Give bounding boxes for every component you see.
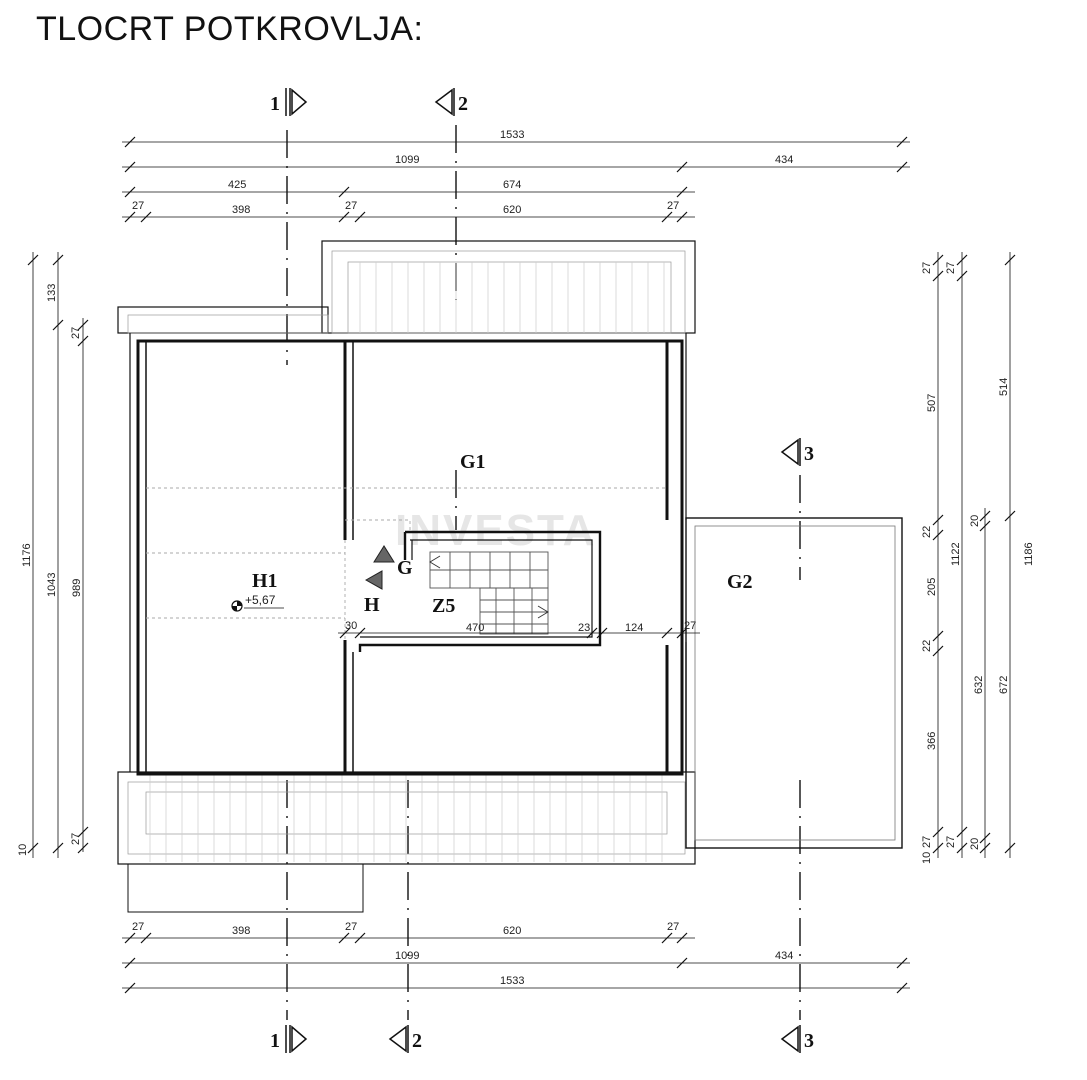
dim-left-1043: 1043 [46, 573, 58, 597]
svg-text:1: 1 [270, 1030, 280, 1052]
page-title: TLOCRT POTKROVLJA: [36, 10, 424, 48]
dim-left-10: 10 [17, 844, 29, 856]
dim-right-20b: 20 [969, 838, 981, 850]
room-label-g2: G2 [727, 571, 753, 593]
dim-right-507: 507 [926, 394, 938, 412]
dim-right-27d: 27 [945, 836, 957, 848]
section-marker-3-bottom: 3 [780, 1025, 814, 1053]
stairs-z5 [429, 551, 549, 635]
section-marker-1-top: 1 [270, 88, 308, 116]
room-label-h1: H1 [252, 570, 278, 592]
dim-right-20a: 20 [969, 515, 981, 527]
svg-text:1: 1 [270, 93, 280, 115]
dim-top-27c: 27 [667, 200, 679, 212]
dim-right-1186: 1186 [1023, 542, 1035, 566]
dim-top-674: 674 [503, 179, 521, 191]
room-label-g1: G1 [460, 451, 486, 473]
dim-right-22a: 22 [921, 526, 933, 538]
dim-right-1122: 1122 [950, 542, 962, 566]
dim-top-1533: 1533 [500, 129, 524, 141]
dimensions-top [122, 136, 910, 223]
marker-label-h: H [364, 594, 380, 616]
dim-bottom-1533: 1533 [500, 975, 524, 987]
roof-dashed-lines [146, 487, 667, 640]
dim-top-620: 620 [503, 204, 521, 216]
dim-right-632: 632 [973, 676, 985, 694]
dim-inner-27: 27 [684, 620, 696, 632]
dim-top-27a: 27 [132, 200, 144, 212]
level-marker-icon [231, 600, 284, 612]
dim-bottom-27b: 27 [345, 921, 357, 933]
watermark: INVESTA [395, 506, 596, 555]
dim-bottom-398: 398 [232, 925, 250, 937]
dim-right-366: 366 [926, 732, 938, 750]
svg-text:2: 2 [412, 1030, 422, 1052]
dim-inner-30: 30 [345, 620, 357, 632]
dim-inner-124: 124 [625, 622, 643, 634]
level-label-h1: +5,67 [245, 593, 276, 607]
dim-top-425: 425 [228, 179, 246, 191]
dim-inner-23: 23 [578, 622, 590, 634]
roof-overhang-bottom [117, 771, 696, 913]
dim-right-672: 672 [998, 676, 1010, 694]
dim-right-205: 205 [926, 578, 938, 596]
dim-left-1176: 1176 [21, 543, 33, 567]
marker-label-g: G [397, 557, 413, 579]
dimensions-bottom [122, 932, 910, 994]
dim-right-514: 514 [998, 378, 1010, 396]
dim-right-27b: 27 [921, 836, 933, 848]
section-marker-1-bottom: 1 [270, 1025, 308, 1053]
svg-text:2: 2 [458, 93, 468, 115]
dim-bottom-620: 620 [503, 925, 521, 937]
dim-bottom-1099: 1099 [395, 950, 419, 962]
dim-top-398: 398 [232, 204, 250, 216]
stair-label-z5: Z5 [432, 595, 455, 617]
dim-bottom-27a: 27 [132, 921, 144, 933]
dim-top-1099: 1099 [395, 154, 419, 166]
dim-top-434: 434 [775, 154, 793, 166]
dim-inner-470: 470 [466, 622, 484, 634]
dim-right-27c: 27 [945, 262, 957, 274]
dim-right-22b: 22 [921, 640, 933, 652]
dimensions-left [27, 252, 89, 858]
dim-left-989: 989 [71, 579, 83, 597]
section-marker-2-bottom: 2 [388, 1025, 422, 1053]
dim-right-27a: 27 [921, 262, 933, 274]
dim-right-10: 10 [921, 852, 933, 864]
svg-text:3: 3 [804, 443, 814, 465]
roof-overhang-top [117, 240, 696, 334]
dim-left-133: 133 [46, 284, 58, 302]
dimensions-right [932, 252, 1016, 858]
dim-left-27-top: 27 [70, 327, 82, 339]
marker-h-triangle [364, 570, 383, 590]
dim-bottom-434: 434 [775, 950, 793, 962]
terrace-g2 [685, 517, 903, 849]
section-marker-2-top: 2 [434, 88, 468, 116]
dim-left-27-bottom: 27 [70, 833, 82, 845]
section-lines [286, 125, 801, 1020]
marker-g-triangle [373, 545, 395, 563]
svg-text:3: 3 [804, 1030, 814, 1052]
section-marker-3-mid: 3 [780, 438, 814, 466]
dim-bottom-27c: 27 [667, 921, 679, 933]
dimensions-inner [338, 627, 700, 639]
dim-top-27b: 27 [345, 200, 357, 212]
